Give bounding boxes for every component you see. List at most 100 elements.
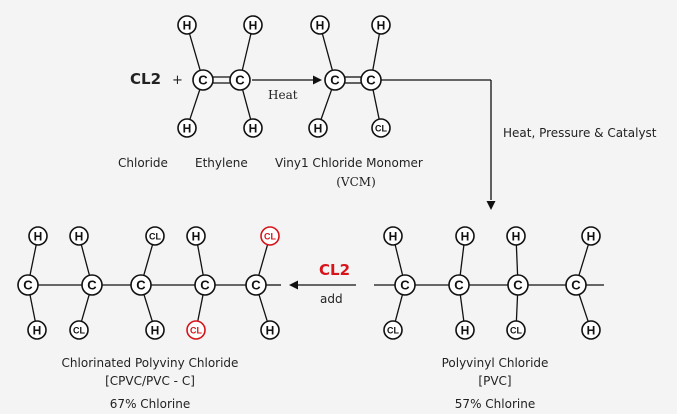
svg-text:C: C — [87, 278, 97, 293]
carbon-atom-icon: C — [324, 69, 346, 91]
hydrogen-atom-icon: H — [145, 320, 165, 340]
hydrogen-atom-icon: H — [260, 320, 280, 340]
bond-pvc-substituent — [394, 244, 404, 276]
svg-text:CL: CL — [387, 326, 399, 336]
heat-pressure-catalyst-label: Heat, Pressure & Catalyst — [503, 126, 657, 140]
hydrogen-atom-icon: H — [455, 226, 475, 246]
added-chlorine-atom-icon: CL — [186, 320, 206, 340]
carbon-atom-icon: C — [245, 274, 267, 296]
svg-text:C: C — [136, 278, 146, 293]
carbon-atom-icon: C — [192, 69, 214, 91]
bond-vcm — [321, 33, 333, 71]
carbon-atom-icon: C — [565, 274, 587, 296]
svg-text:H: H — [183, 19, 192, 33]
bond-pvc-substituent — [459, 294, 465, 322]
svg-text:C: C — [454, 278, 464, 293]
carbon-atom-icon: C — [229, 69, 251, 91]
pvc-chlorine-caption: 57% Chlorine — [455, 397, 535, 411]
bond-cpvc-substituent — [143, 294, 153, 322]
carbon-atom-icon: C — [130, 274, 152, 296]
svg-text:H: H — [314, 122, 323, 136]
hydrogen-atom-icon: H — [310, 15, 330, 35]
hydrogen-atom-icon: H — [371, 15, 391, 35]
svg-text:C: C — [235, 73, 245, 88]
hydrogen-atom-icon: H — [308, 118, 328, 138]
chlorine-atom-icon: CL — [383, 320, 403, 340]
vcm-caption: Viny1 Chloride Monomer — [275, 156, 423, 170]
hydrogen-atom-icon: H — [69, 226, 89, 246]
bond-vcm — [320, 89, 333, 120]
carbon-atom-icon: C — [81, 274, 103, 296]
carbon-atom-icon: C — [194, 274, 216, 296]
svg-text:C: C — [330, 73, 340, 88]
bond-cpvc-substituent — [258, 244, 269, 276]
chlorine-atom-icon: CL — [506, 320, 526, 340]
ethylene-caption: Ethylene — [195, 156, 248, 170]
carbon-atom-icon: C — [394, 274, 416, 296]
heat-arrow-head — [313, 75, 322, 85]
hydrogen-atom-icon: H — [581, 226, 601, 246]
bond-cpvc-substituent — [29, 294, 36, 322]
svg-text:H: H — [192, 230, 201, 244]
bond-ethylene-h — [188, 33, 201, 71]
svg-text:H: H — [587, 324, 596, 338]
reagent-cl2-label: CL2 — [130, 70, 161, 88]
bond-ethylene-h — [241, 89, 252, 120]
svg-text:C: C — [400, 278, 410, 293]
hydrogen-atom-icon: H — [177, 15, 197, 35]
process-arrow-head — [486, 201, 496, 210]
svg-text:C: C — [198, 73, 208, 88]
svg-text:H: H — [389, 230, 398, 244]
svg-text:C: C — [513, 278, 523, 293]
chlorine-atom-icon: CL — [371, 118, 391, 138]
carbon-atom-icon: C — [507, 274, 529, 296]
bond-cpvc-substituent — [196, 244, 204, 276]
cpvc-name-caption: Chlorinated Polyviny Chloride — [62, 356, 239, 370]
add-arrow-label: add — [320, 292, 343, 306]
svg-text:H: H — [512, 230, 521, 244]
bond-vcm — [372, 33, 381, 71]
bond-cpvc-substituent — [80, 294, 90, 322]
svg-text:H: H — [461, 324, 470, 338]
plus-sign: + — [172, 73, 183, 88]
pvc-abbr-caption: [PVC] — [478, 374, 511, 388]
hydrogen-atom-icon: H — [243, 118, 263, 138]
svg-text:CL: CL — [510, 326, 522, 336]
svg-text:H: H — [151, 324, 160, 338]
hydrogen-atom-icon: H — [186, 226, 206, 246]
chloride-caption: Chloride — [118, 156, 168, 170]
chlorine-atom-icon: CL — [69, 320, 89, 340]
svg-text:H: H — [33, 324, 42, 338]
carbon-atom-icon: C — [17, 274, 39, 296]
arrows-layer — [289, 75, 496, 290]
bonds-layer — [29, 33, 604, 322]
svg-text:H: H — [75, 230, 84, 244]
bond-pvc-substituent — [578, 244, 589, 276]
bond-cpvc-substituent — [258, 294, 268, 322]
vcm-abbr-caption: (VCM) — [336, 175, 376, 189]
cl2-arrow-head — [289, 280, 298, 290]
bond-ethylene-h — [189, 89, 201, 120]
svg-text:CL: CL — [264, 232, 276, 242]
hydrogen-atom-icon: H — [455, 320, 475, 340]
svg-text:C: C — [251, 278, 261, 293]
carbon-atom-icon: C — [360, 69, 382, 91]
hydrogen-atom-icon: H — [177, 118, 197, 138]
bond-pvc-substituent — [515, 294, 519, 322]
hydrogen-atom-icon: H — [506, 226, 526, 246]
bond-cpvc-substituent — [29, 244, 37, 276]
heat-arrow-label: Heat — [268, 88, 298, 102]
bond-pvc-substituent — [394, 294, 404, 322]
svg-text:H: H — [461, 230, 470, 244]
hydrogen-atom-icon: H — [27, 320, 47, 340]
hydrogen-atom-icon: H — [383, 226, 403, 246]
added-chlorine-atom-icon: CL — [260, 226, 280, 246]
svg-text:C: C — [200, 278, 210, 293]
pvc-name-caption: Polyvinyl Chloride — [442, 356, 549, 370]
svg-text:C: C — [366, 73, 376, 88]
svg-text:H: H — [316, 19, 325, 33]
bond-cpvc-substituent — [80, 244, 91, 276]
hydrogen-atom-icon: H — [581, 320, 601, 340]
svg-text:C: C — [571, 278, 581, 293]
svg-text:CL: CL — [375, 124, 387, 134]
